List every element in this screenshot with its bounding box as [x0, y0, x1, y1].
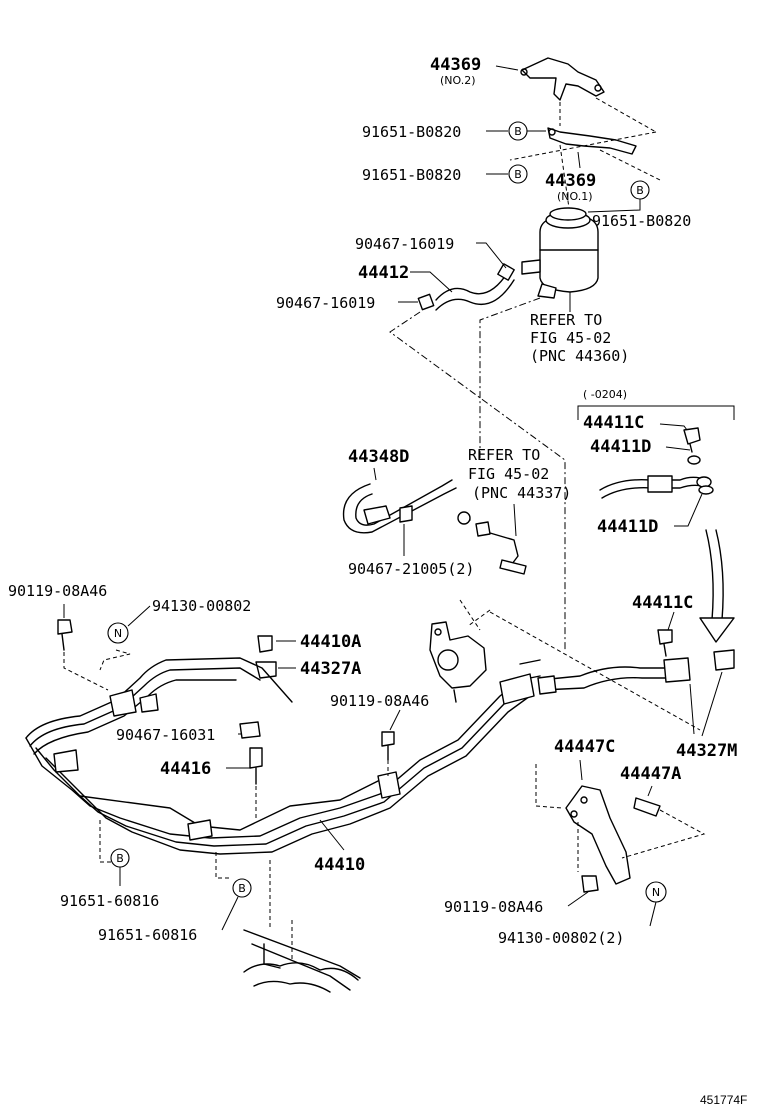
label-44447a: 44447A [620, 764, 681, 784]
tube-bundle-44410 [25, 657, 541, 855]
label-44416: 44416 [160, 759, 211, 779]
refer-b-line2: FIG 45-02 [468, 465, 549, 483]
refer-a-line1: REFER TO [530, 311, 602, 329]
union-bolt-44411c [683, 427, 701, 453]
label-44410a: 44410A [300, 632, 361, 652]
range-bracket-label: ( -0204) [583, 388, 627, 401]
label-44369-no1-sub: (NO.1) [557, 190, 593, 203]
label-44348d: 44348D [348, 447, 409, 467]
power-steering-pump [429, 621, 487, 703]
label-91651-b0820-b: 91651-B0820 [362, 166, 461, 184]
bracket-44369-no1 [547, 127, 637, 155]
label-44327m: 44327M [676, 741, 737, 761]
pump-dash-1 [459, 599, 481, 631]
bracket-dash-4 [599, 149, 661, 181]
bolt-90119-b [381, 731, 395, 761]
bracket-dash-5 [559, 144, 571, 216]
label-44410: 44410 [314, 855, 365, 875]
label-44411d-a: 44411D [590, 437, 651, 457]
refer-a-line3: (PNC 44360) [530, 347, 629, 365]
label-44411c-a: 44411C [583, 413, 644, 433]
label-91651-b0820-c: 91651-B0820 [592, 212, 691, 230]
refer-a-line2: FIG 45-02 [530, 329, 611, 347]
label-44412: 44412 [358, 263, 409, 283]
bracket-44369-no2 [520, 57, 605, 101]
bolt-44447a [633, 797, 661, 817]
label-44369-no2-sub: (NO.2) [440, 74, 476, 87]
label-44369-no2: 44369 [430, 55, 481, 75]
b-symbol-text: B [636, 184, 644, 197]
bracket-dash-3 [509, 131, 657, 161]
label-90467-16031: 90467-16031 [116, 726, 215, 744]
bracket-dash-2 [595, 97, 657, 133]
refer-b-line3: (PNC 44337) [472, 484, 571, 502]
pump-centerline-1 [389, 311, 566, 650]
b-symbol-text: B [238, 882, 246, 895]
label-44447c: 44447C [554, 737, 615, 757]
b-symbol-text: B [514, 168, 522, 181]
range-bracket-line [577, 405, 735, 420]
pump-dash-3 [467, 609, 491, 627]
n-symbol-text: N [652, 886, 660, 899]
b-symbol-circle [508, 164, 528, 184]
label-90467-16019-b: 90467-16019 [276, 294, 375, 312]
refer-b-line1: REFER TO [468, 446, 540, 464]
tube-right [537, 649, 735, 695]
label-90119-08a46-c: 90119-08A46 [444, 898, 543, 916]
n-symbol-text: N [114, 627, 122, 640]
label-91651-60816-a: 91651-60816 [60, 892, 159, 910]
label-90467-21005: 90467-21005(2) [348, 560, 474, 578]
inset-hose [599, 475, 714, 499]
hose-44412 [417, 263, 515, 311]
b-symbol-circle [232, 878, 252, 898]
chassis-fragment [243, 929, 361, 993]
label-44327a: 44327A [300, 659, 361, 679]
label-44411d-b: 44411D [597, 517, 658, 537]
n-symbol-circle [107, 622, 129, 644]
bolt-44416 [249, 747, 263, 785]
gasket-44411d [687, 455, 701, 465]
pressure-tube [457, 511, 527, 575]
label-90119-08a46-b: 90119-08A46 [330, 692, 429, 710]
inset-arrow [699, 529, 735, 643]
label-90467-16019-a: 90467-16019 [355, 235, 454, 253]
label-91651-60816-b: 91651-60816 [98, 926, 197, 944]
clamp-90467-16031 [239, 721, 261, 739]
hose-44348d [342, 479, 457, 534]
label-44369-no1: 44369 [545, 171, 596, 191]
joint-44327a [255, 661, 277, 679]
union-bolt-44411c-b [657, 629, 673, 657]
b-symbol-text: B [514, 125, 522, 138]
bolt-90119-a [57, 619, 73, 651]
label-94130-00802-a: 94130-00802 [152, 597, 251, 615]
reservoir-tank [521, 207, 599, 299]
union-bolt-44410a [257, 635, 273, 653]
bolt-90119-c [581, 875, 599, 893]
bracket-44447c [565, 785, 631, 885]
label-94130-00802-b: 94130-00802(2) [498, 929, 624, 947]
pump-centerline-2 [479, 297, 541, 460]
b-symbol-text: B [116, 852, 124, 865]
figure-code: 451774F [700, 1093, 747, 1107]
label-44411c-b: 44411C [632, 593, 693, 613]
label-91651-b0820-a: 91651-B0820 [362, 123, 461, 141]
label-90119-08a46-a: 90119-08A46 [8, 582, 107, 600]
